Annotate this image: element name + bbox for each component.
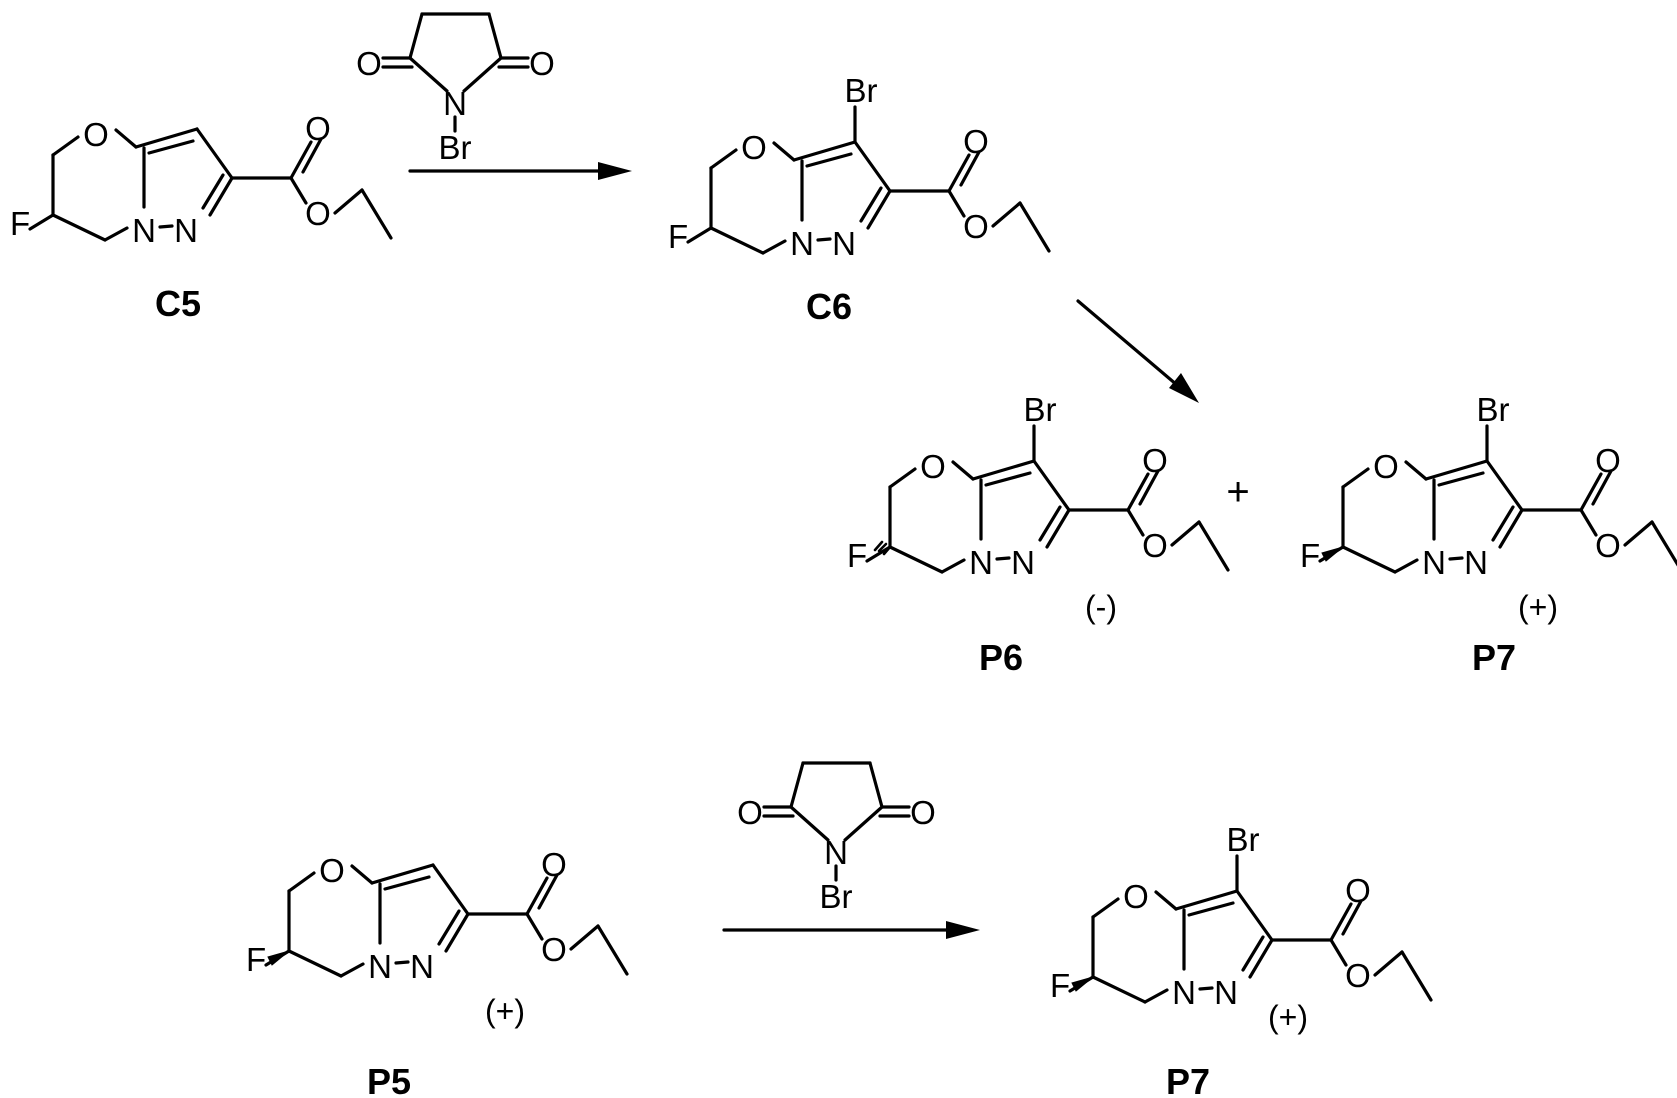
compound-label-c5: C5 bbox=[155, 283, 201, 324]
solid-wedge-bond bbox=[1072, 977, 1093, 991]
fluorine-atom: F bbox=[668, 218, 688, 255]
compound-c5: F bbox=[10, 110, 391, 249]
compound-p6: F bbox=[847, 391, 1228, 581]
compound-label-p6: P6 bbox=[979, 637, 1023, 678]
compound-label-p5: P5 bbox=[367, 1061, 411, 1098]
fluorine-atom: F bbox=[10, 205, 30, 242]
fluorine-atom: F bbox=[1300, 537, 1320, 574]
compound-p7-product: F bbox=[1050, 821, 1431, 1011]
solid-wedge-bond bbox=[1322, 547, 1343, 561]
compound-label-p7: P7 bbox=[1472, 637, 1516, 678]
optical-rotation-p7: (+) bbox=[1518, 589, 1558, 625]
fluorine-atom: F bbox=[246, 941, 266, 978]
optical-rotation-p7-product: (+) bbox=[1268, 999, 1308, 1035]
fluorine-atom: F bbox=[847, 537, 867, 574]
separation-arrow bbox=[1078, 301, 1199, 403]
optical-rotation-p5: (+) bbox=[485, 993, 525, 1029]
reagent-nbs-top bbox=[356, 14, 555, 166]
compound-p5: F bbox=[246, 846, 627, 985]
optical-rotation-p6: (-) bbox=[1085, 589, 1117, 625]
reaction-arrow-p5-to-p7 bbox=[724, 921, 980, 939]
compound-c6: F bbox=[668, 72, 1049, 262]
compound-p7: F bbox=[1300, 391, 1677, 581]
plus-sign: + bbox=[1226, 470, 1249, 514]
compound-label-c6: C6 bbox=[806, 286, 852, 327]
reagent-nbs-bottom bbox=[737, 763, 936, 915]
compound-label-p7-product: P7 bbox=[1166, 1061, 1210, 1098]
fluorine-atom: F bbox=[1050, 967, 1070, 1004]
